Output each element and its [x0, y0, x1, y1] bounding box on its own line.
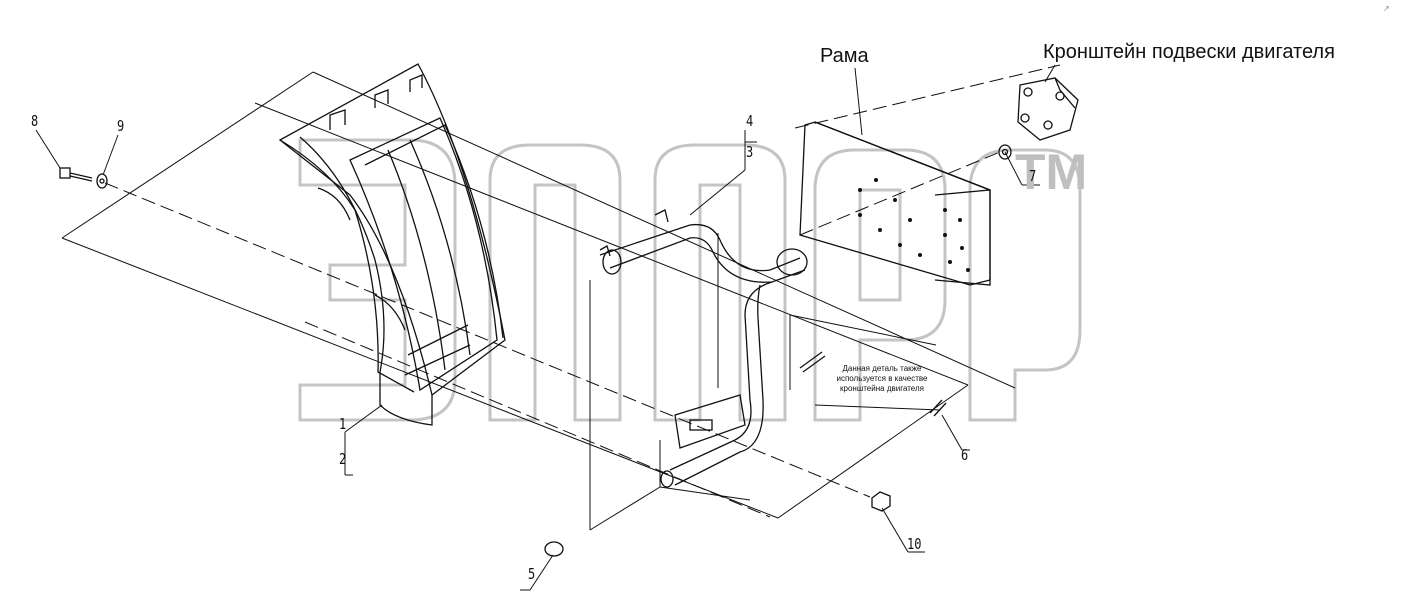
fender-icon — [278, 63, 506, 426]
engine-bracket-label: Кронштейн подвески двигателя — [1043, 41, 1335, 63]
nut-icon — [998, 144, 1012, 160]
washer-icon — [96, 173, 108, 189]
nut-icon — [871, 491, 891, 512]
callout-3: 3 — [746, 143, 754, 161]
frame-rail-icon — [799, 121, 991, 286]
corner-mark-icon: ↗ — [1383, 4, 1390, 13]
callout-8: 8 — [31, 112, 39, 130]
watermark-logo — [298, 138, 1082, 422]
callout-1: 1 — [339, 415, 347, 433]
callout-5: 5 — [528, 565, 536, 583]
bolt-icon — [799, 351, 826, 373]
nut-icon — [544, 541, 564, 557]
callout-2: 2 — [339, 450, 347, 468]
bolt-icon — [59, 167, 93, 182]
callout-9: 9 — [117, 117, 125, 135]
callout-4: 4 — [746, 112, 754, 130]
callout-10: 10 — [907, 535, 922, 553]
callout-7: 7 — [1029, 167, 1037, 185]
frame-label: Рама — [820, 45, 869, 67]
fasteners — [59, 144, 1012, 557]
bracket-tube-icon — [599, 209, 808, 488]
callout-6: 6 — [961, 446, 969, 464]
construction-lines — [61, 64, 1061, 531]
leader-lines — [35, 64, 1056, 591]
engine-mount-icon — [1017, 77, 1079, 141]
bolt-icon — [929, 399, 947, 417]
trademark-watermark: TM — [1015, 144, 1088, 200]
note-text: Данная деталь также используется в качес… — [836, 364, 928, 393]
